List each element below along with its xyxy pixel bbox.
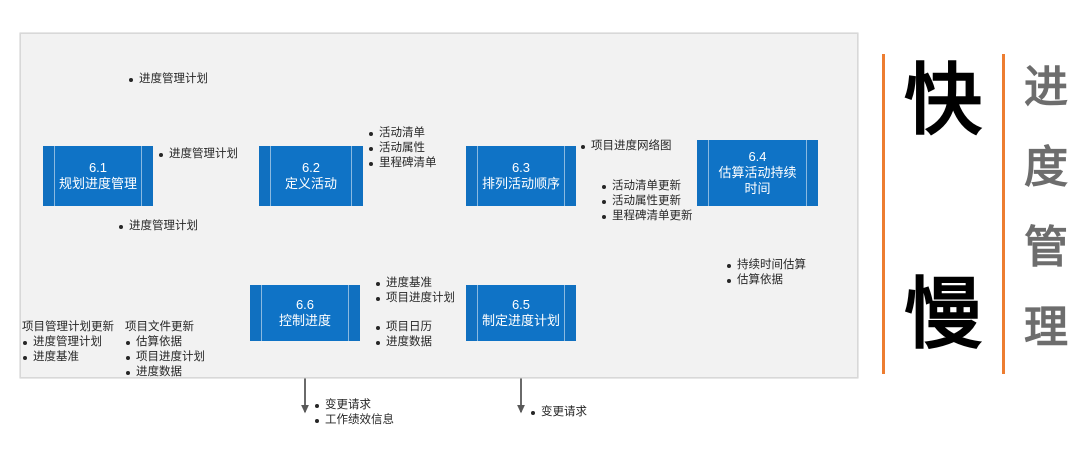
process-box-6-3[interactable]: 6.3 排列活动顺序 [466,146,576,206]
banner-side-char-2: 度 [1024,142,1068,193]
annotation-item: 项目日历 [375,320,432,335]
process-number: 6.6 [295,297,315,312]
process-box-6-4[interactable]: 6.4 估算活动持续 时间 [697,140,818,206]
annotation-project-doc-update: 项目文件更新 估算依据 项目进度计划 进度数据 [125,320,205,380]
process-number: 6.2 [301,160,321,175]
annotation-item: 项目进度网络图 [580,139,672,154]
annotation-6-5-to-6-6-bottom: 项目日历 进度数据 [375,320,432,350]
process-number: 6.1 [88,160,108,175]
process-box-6-5[interactable]: 6.5 制定进度计划 [466,285,576,341]
annotation-item: 活动属性 [368,141,437,156]
banner-rule-left [882,54,885,374]
annotation-6-5-to-6-6-top: 进度基准 项目进度计划 [375,276,455,306]
annotation-top-plan: 进度管理计划 [128,72,208,87]
banner-rule-right [1002,54,1005,374]
annotation-item: 进度数据 [375,335,432,350]
annotation-item: 里程碑清单 [368,156,437,171]
process-number: 6.5 [511,297,531,312]
annotation-below-6-1-plan: 进度管理计划 [118,219,198,234]
annotation-item: 进度基准 [22,350,114,365]
annotation-item: 项目进度计划 [125,350,205,365]
process-number: 6.4 [748,149,767,164]
annotation-pm-plan-update: 项目管理计划更新 进度管理计划 进度基准 [22,320,114,365]
annotation-item: 进度数据 [125,365,205,380]
process-name: 规划进度管理 [58,176,137,191]
annotation-item: 进度管理计划 [22,335,114,350]
process-number: 6.3 [511,160,531,175]
annotation-6-2-to-6-3: 活动清单 活动属性 里程碑清单 [368,126,437,171]
process-box-6-2[interactable]: 6.2 定义活动 [259,146,363,206]
annotation-item: 进度管理计划 [128,72,208,87]
annotation-item: 活动属性更新 [601,194,693,209]
annotation-item: 进度基准 [375,276,455,291]
annotation-6-6-outputs: 变更请求 工作绩效信息 [314,398,394,428]
annotation-6-1-to-6-2: 进度管理计划 [158,147,238,162]
process-box-6-2-inner: 6.2 定义活动 [270,146,352,206]
process-name: 排列活动顺序 [481,176,560,191]
process-name: 制定进度计划 [481,313,560,328]
annotation-item: 工作绩效信息 [314,413,394,428]
annotation-6-5-outputs: 变更请求 [530,405,587,420]
annotation-item: 进度管理计划 [158,147,238,162]
banner-side-char-4: 理 [1024,302,1068,353]
banner-char-fast: 快 [904,56,983,146]
annotation-item: 里程碑清单更新 [601,209,693,224]
banner-side-char-1: 进 [1024,62,1068,113]
process-name: 定义活动 [284,176,337,191]
process-box-6-6-inner: 6.6 控制进度 [261,285,349,341]
annotation-6-4-to-6-5: 持续时间估算 估算依据 [726,258,806,288]
annotation-6-3-updates: 活动清单更新 活动属性更新 里程碑清单更新 [601,179,693,224]
annotation-item: 估算依据 [125,335,205,350]
side-banner: 快 慢 进 度 管 理 [876,48,1076,388]
annotation-item: 变更请求 [314,398,394,413]
annotation-item: 项目进度计划 [375,291,455,306]
annotation-item: 变更请求 [530,405,587,420]
banner-side-char-3: 管 [1024,222,1068,273]
process-box-6-1[interactable]: 6.1 规划进度管理 [43,146,153,206]
process-box-6-6[interactable]: 6.6 控制进度 [250,285,360,341]
annotation-item: 持续时间估算 [726,258,806,273]
annotation-header: 项目文件更新 [125,321,194,333]
annotation-item: 活动清单更新 [601,179,693,194]
annotation-item: 活动清单 [368,126,437,141]
process-name: 控制进度 [278,313,331,328]
annotation-item: 估算依据 [726,273,806,288]
banner-char-slow: 慢 [904,270,983,360]
annotation-item: 进度管理计划 [118,219,198,234]
annotation-header: 项目管理计划更新 [22,321,114,333]
process-box-6-4-inner: 6.4 估算活动持续 时间 [708,140,807,206]
process-name: 估算活动持续 时间 [718,165,797,196]
process-box-6-1-inner: 6.1 规划进度管理 [54,146,142,206]
process-box-6-5-inner: 6.5 制定进度计划 [477,285,565,341]
annotation-6-3-to-6-4: 项目进度网络图 [580,139,672,154]
process-box-6-3-inner: 6.3 排列活动顺序 [477,146,565,206]
